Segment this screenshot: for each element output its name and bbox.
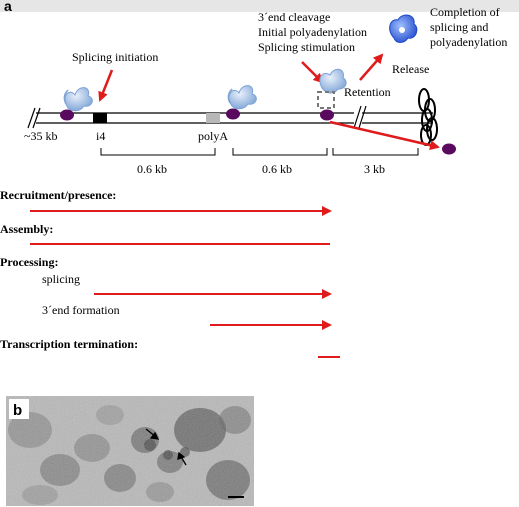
distance-label-3: 3 kb (364, 162, 385, 176)
cleavage-label-3: Splicing stimulation (258, 40, 355, 54)
released-complex (389, 14, 418, 43)
assembly-label: Assembly: (0, 222, 53, 236)
recruitment-label: Recruitment/presence: (0, 188, 116, 202)
completion-label-1: Completion of (430, 5, 500, 19)
upstream-distance-label: ~35 kb (24, 129, 58, 143)
panel-a-header-bar (0, 0, 519, 12)
splicing-initiation-arrow (98, 69, 114, 102)
exon-i4 (93, 113, 107, 123)
polymerase-release-arrow (329, 120, 440, 151)
retention-label: Retention (344, 85, 391, 99)
splicing-label: splicing (42, 272, 80, 286)
end-formation-label: 3´end formation (42, 303, 120, 317)
retention-box (317, 91, 335, 109)
micrograph-texture (6, 396, 254, 506)
polymerase-1 (60, 87, 93, 121)
distance-label-1: 0.6 kb (137, 162, 167, 176)
cleavage-label-2: Initial polyadenylation (258, 25, 367, 39)
panel-b-label: b (13, 402, 22, 419)
release-arrow (359, 53, 384, 81)
completion-label-2: splicing and (430, 20, 488, 34)
panel-b: b (6, 396, 254, 506)
break-mark-right (353, 105, 362, 129)
released-polymerase (442, 143, 456, 155)
chromatin-coil (418, 88, 438, 146)
micrograph-arrows (145, 428, 187, 466)
polya-label: polyA (198, 129, 228, 143)
intron-label: i4 (96, 129, 105, 143)
break-mark-left (27, 107, 36, 129)
distance-brackets (100, 148, 419, 156)
splicing-initiation-label: Splicing initiation (72, 50, 158, 64)
distance-label-2: 0.6 kb (262, 162, 292, 176)
completion-label-3: polyadenylation (430, 35, 507, 49)
panel-b-label-box (9, 399, 29, 419)
polymerase-3-retained (317, 68, 347, 121)
polya-site-box (206, 113, 220, 123)
termination-label: Transcription termination: (0, 337, 138, 351)
polymerase-2 (226, 85, 257, 120)
cleavage-label-1: 3´end cleavage (258, 10, 330, 24)
panel-a-label: a (4, 0, 12, 14)
scale-bar (228, 496, 244, 498)
release-label: Release (392, 62, 429, 76)
processing-label: Processing: (0, 255, 58, 269)
cleavage-arrow (301, 61, 324, 84)
panel-a: a Splicing initiation 3´end cleavage Ini… (0, 0, 519, 358)
